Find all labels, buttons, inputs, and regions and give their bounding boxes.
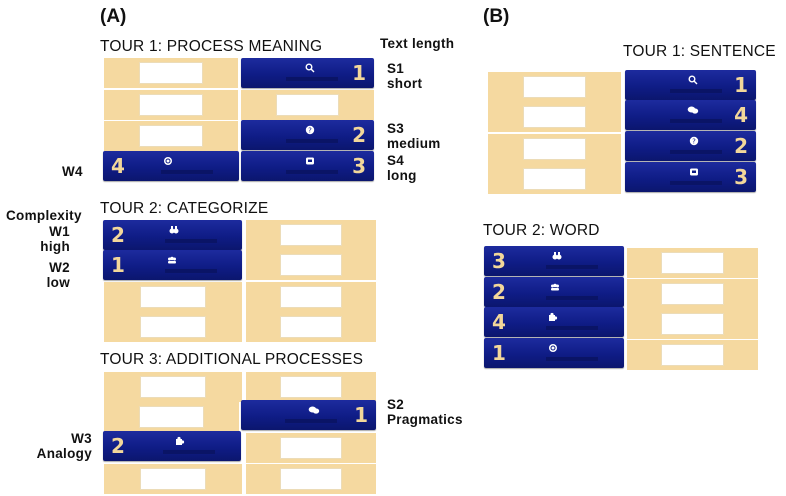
card[interactable]: 2 <box>484 277 624 307</box>
empty-card[interactable] <box>104 90 238 120</box>
empty-card[interactable] <box>488 164 621 194</box>
empty-card[interactable] <box>104 121 238 151</box>
people-icon <box>551 283 559 291</box>
text-length-heading: Text length <box>380 36 455 51</box>
card-number: 3 <box>734 165 748 189</box>
empty-card[interactable] <box>488 72 621 102</box>
binoculars-icon <box>552 252 562 260</box>
card-number: 2 <box>492 280 506 304</box>
card-number: 3 <box>492 249 506 273</box>
question-icon: ? <box>305 125 315 135</box>
empty-card[interactable] <box>627 279 758 309</box>
card[interactable]: 4 <box>625 100 756 130</box>
tour-title: TOUR 2: WORD <box>483 222 600 239</box>
card[interactable]: 3 <box>241 151 374 181</box>
card[interactable]: 1 <box>625 70 756 100</box>
svg-text:?: ? <box>692 138 696 146</box>
search-icon <box>688 75 698 85</box>
card[interactable]: 2 <box>103 220 242 250</box>
card-number: 1 <box>352 61 366 85</box>
puzzle-icon <box>176 436 185 445</box>
empty-card[interactable] <box>246 282 376 312</box>
w4-label: W4 <box>62 164 83 179</box>
message-icon <box>690 168 698 176</box>
card-number: 2 <box>111 223 125 247</box>
tour-title: TOUR 1: SENTENCE <box>623 43 776 60</box>
empty-card[interactable] <box>488 102 621 132</box>
empty-card[interactable] <box>104 282 242 312</box>
empty-card[interactable] <box>488 134 621 164</box>
card-number: 1 <box>734 73 748 97</box>
panel-a-label: (A) <box>100 6 127 27</box>
empty-card[interactable] <box>241 90 374 120</box>
card-number: 2 <box>111 434 125 458</box>
card-number: 2 <box>352 123 366 147</box>
svg-text:?: ? <box>308 127 312 135</box>
tour-title: TOUR 3: ADDITIONAL PROCESSES <box>100 351 364 368</box>
empty-card[interactable] <box>627 248 758 278</box>
card-number: 1 <box>111 253 125 277</box>
card[interactable]: 1 <box>484 338 624 368</box>
card[interactable]: 4 <box>484 307 624 337</box>
empty-card[interactable] <box>246 220 376 250</box>
card[interactable]: 3 <box>484 246 624 276</box>
puzzle-icon <box>549 312 558 321</box>
card-number: 2 <box>734 134 748 158</box>
empty-card[interactable] <box>104 402 239 432</box>
empty-card[interactable] <box>246 433 376 463</box>
message-icon <box>306 157 314 165</box>
card-number: 1 <box>354 403 368 427</box>
card[interactable]: 1 <box>103 250 242 280</box>
empty-card[interactable] <box>246 250 376 280</box>
card[interactable]: ? 2 <box>241 120 374 150</box>
question-icon: ? <box>689 136 699 146</box>
swirl-icon <box>164 157 172 165</box>
card-number: 4 <box>492 310 506 334</box>
card[interactable]: 1 <box>241 400 376 430</box>
chat-bubbles-icon <box>687 106 699 114</box>
card-number: 4 <box>111 154 125 178</box>
card[interactable]: 2 <box>103 431 241 461</box>
card-number: 3 <box>352 154 366 178</box>
tour-title: TOUR 1: PROCESS MEANING <box>100 38 323 55</box>
chat-bubbles-icon <box>308 406 320 414</box>
empty-card[interactable] <box>246 312 376 342</box>
empty-card[interactable] <box>246 464 376 494</box>
panel-b-label: (B) <box>483 6 510 27</box>
empty-card[interactable] <box>104 58 238 88</box>
empty-card[interactable] <box>627 340 758 370</box>
tour-title: TOUR 2: CATEGORIZE <box>100 200 269 217</box>
card[interactable]: 1 <box>241 58 374 88</box>
binoculars-icon <box>169 226 179 234</box>
card[interactable]: 3 <box>625 162 756 192</box>
empty-card[interactable] <box>104 312 242 342</box>
search-icon <box>305 63 315 73</box>
people-icon <box>168 256 176 264</box>
card-number: 4 <box>734 103 748 127</box>
empty-card[interactable] <box>104 464 242 494</box>
empty-card[interactable] <box>627 309 758 339</box>
empty-card[interactable] <box>104 372 242 402</box>
card[interactable]: 4 <box>103 151 239 181</box>
complexity-heading: Complexity <box>6 208 82 223</box>
empty-card[interactable] <box>246 372 376 402</box>
card-number: 1 <box>492 341 506 365</box>
swirl-icon <box>549 344 557 352</box>
card[interactable]: ? 2 <box>625 131 756 161</box>
